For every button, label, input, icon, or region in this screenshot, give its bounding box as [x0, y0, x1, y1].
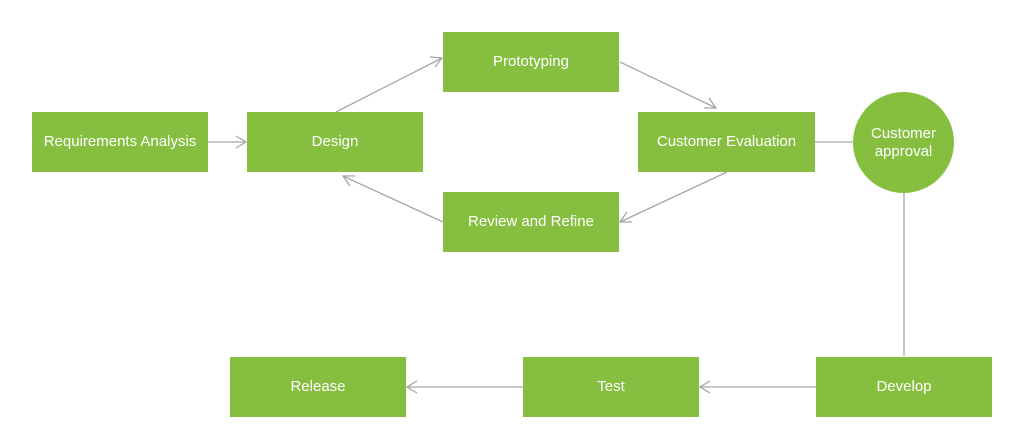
node-test: Test: [523, 357, 699, 417]
node-customer-approval: Customer approval: [853, 92, 954, 193]
node-test-label: Test: [597, 378, 625, 395]
node-develop: Develop: [816, 357, 992, 417]
arrowhead-prototyping: [429, 56, 444, 68]
node-develop-label: Develop: [876, 378, 932, 395]
node-requirements-analysis: Requirements Analysis: [32, 112, 208, 172]
arrowhead-release: [405, 380, 418, 394]
node-customer-approval-label-line1: Customer: [870, 124, 937, 142]
arrow-prototyping-to-evaluation: [619, 61, 717, 109]
node-design-label: Design: [311, 133, 359, 150]
node-review-and-refine: Review and Refine: [443, 192, 619, 252]
node-customer-approval-label-line2: approval: [874, 142, 933, 160]
node-release: Release: [230, 357, 406, 417]
arrow-review-to-design: [342, 175, 444, 223]
arrowhead-review: [618, 211, 632, 223]
arrowhead-design-return: [341, 175, 355, 187]
arrowhead-test: [698, 380, 711, 394]
node-prototyping: Prototyping: [443, 32, 619, 92]
arrow-design-to-prototyping: [335, 57, 443, 113]
node-release-label: Release: [290, 378, 346, 395]
arrow-evaluation-to-review: [619, 171, 728, 223]
arrowhead-design: [235, 135, 248, 149]
node-customer-evaluation-label: Customer Evaluation: [656, 133, 797, 150]
node-design: Design: [247, 112, 423, 172]
node-review-and-refine-label: Review and Refine: [468, 213, 594, 230]
node-customer-evaluation: Customer Evaluation: [638, 112, 815, 172]
node-requirements-analysis-label: Requirements Analysis: [43, 133, 197, 150]
node-prototyping-label: Prototyping: [493, 53, 569, 70]
arrowhead-evaluation: [704, 97, 718, 109]
